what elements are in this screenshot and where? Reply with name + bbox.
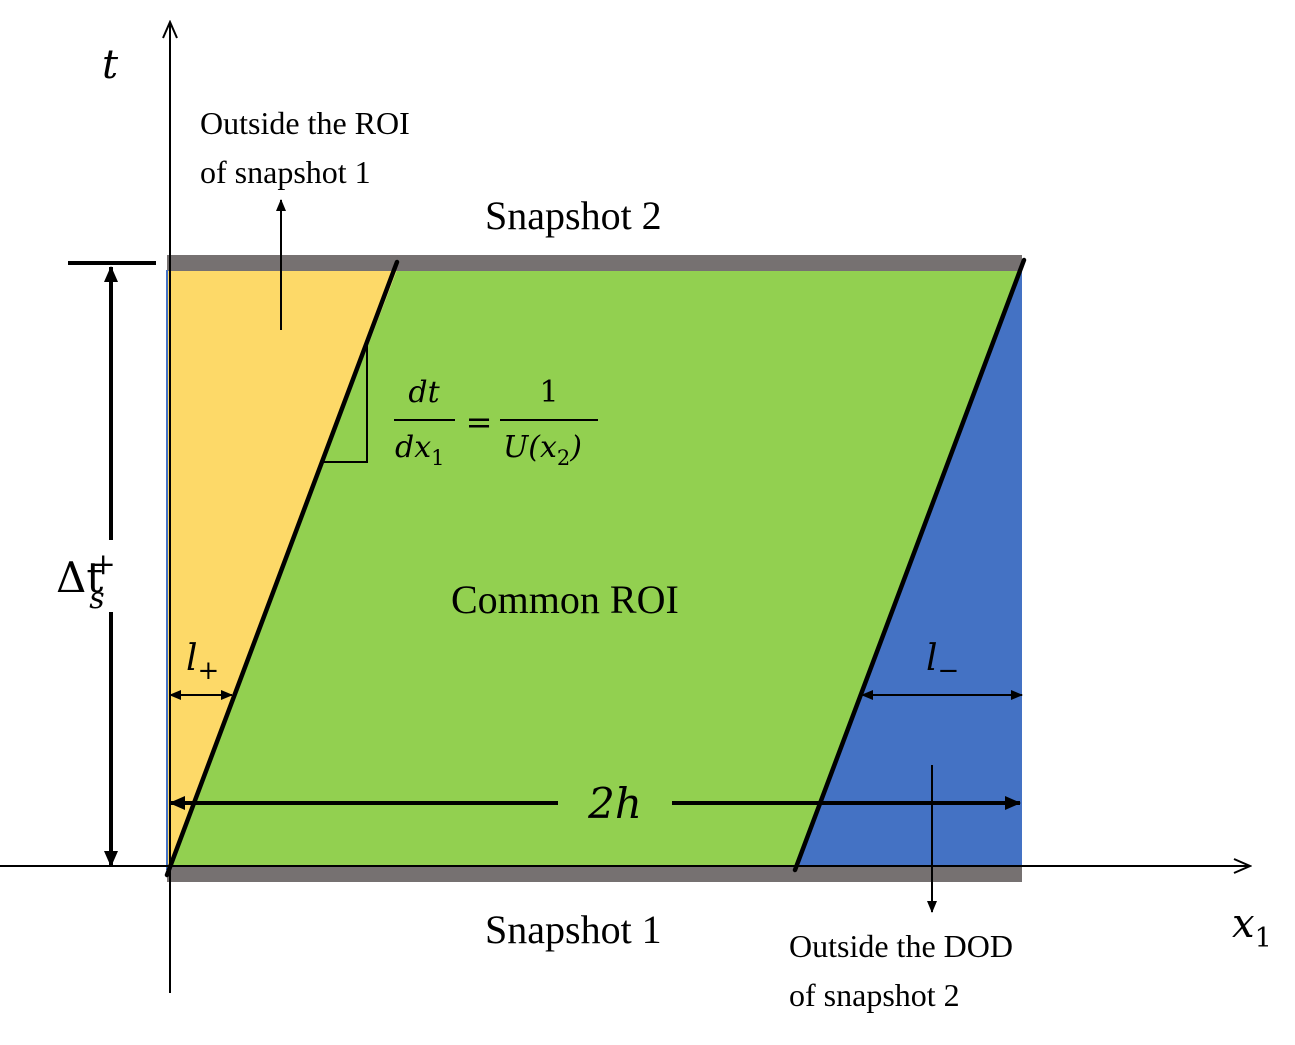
outside-dod-label-line2: of snapshot 2 <box>789 977 960 1013</box>
characteristic-line-right <box>792 257 1027 873</box>
x1-axis-label: x1 <box>1232 901 1272 954</box>
common-roi-region <box>167 270 1022 870</box>
l-plus-label: l+ <box>186 638 219 686</box>
outside-roi-label-line2: of snapshot 1 <box>200 154 371 190</box>
outside-dod-label-line1: Outside the DOD <box>789 928 1013 964</box>
snapshot-1-bar <box>167 866 1022 882</box>
slope-rhs-denominator: U(x2) <box>503 430 582 470</box>
slope-lhs-numerator: dt <box>408 375 440 410</box>
slope-equation: dt dx1 = 1 U(x2) <box>394 375 598 470</box>
delta-t-label: Δts+ <box>56 547 116 616</box>
t-axis-label: t <box>102 42 119 88</box>
slope-equals-sign: = <box>466 403 493 441</box>
common-roi-label: Common ROI <box>451 577 679 622</box>
l-minus-label: l− <box>926 638 959 686</box>
slope-triangle <box>324 343 368 463</box>
width-label: 2h <box>587 779 642 828</box>
snapshot-2-bar <box>167 255 1022 271</box>
characteristic-line-left <box>164 259 400 878</box>
outside-roi-label-line1: Outside the ROI <box>200 105 410 141</box>
slope-rhs-numerator: 1 <box>539 375 558 410</box>
slope-lhs-denominator: dx1 <box>395 430 445 470</box>
snapshot-1-label: Snapshot 1 <box>485 907 662 952</box>
snapshot-2-label: Snapshot 2 <box>485 193 662 238</box>
